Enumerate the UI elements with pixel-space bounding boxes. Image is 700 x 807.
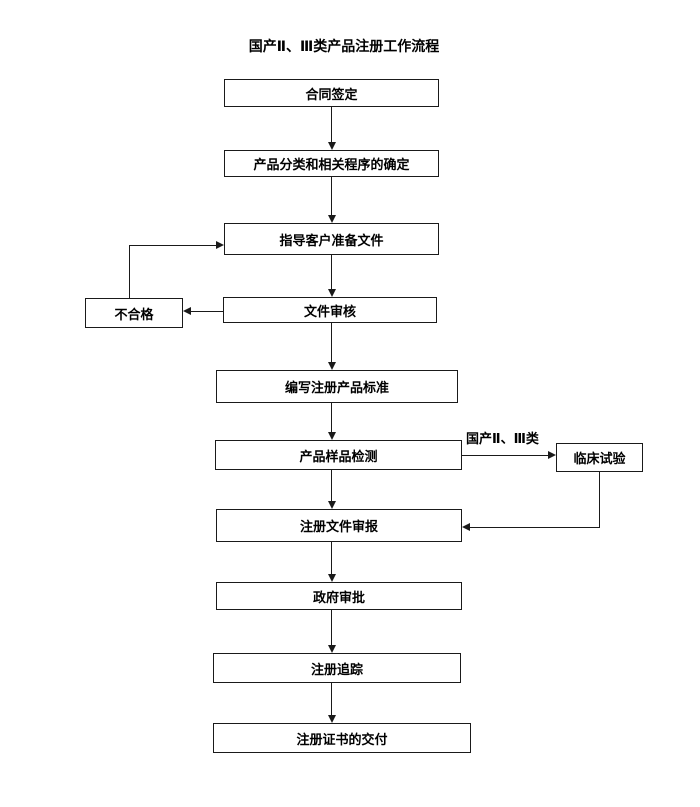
- flow-node-product-classification: 产品分类和相关程序的确定: [224, 150, 439, 177]
- flow-node-label: 不合格: [114, 307, 154, 323]
- edge-label-domestic-class: 国产Ⅱ、Ⅲ类: [466, 432, 539, 447]
- flow-node-label: 产品分类和相关程序的确定: [253, 158, 410, 173]
- connector-review-to-unqualified: [191, 311, 223, 312]
- arrowhead-down-icon: [328, 215, 336, 223]
- arrowhead-down-icon: [328, 432, 336, 440]
- flow-node-label: 注册文件审报: [299, 520, 378, 535]
- flow-node-label: 注册追踪: [310, 662, 363, 678]
- flow-node-government-approval: 政府审批: [216, 582, 462, 610]
- flow-node-label: 政府审批: [312, 590, 365, 606]
- connector-unqualified-up: [129, 245, 130, 298]
- arrowhead-down-icon: [328, 142, 336, 150]
- flow-node-label: 注册证书的交付: [296, 732, 388, 748]
- connector-standard-to-sample: [331, 403, 332, 432]
- flow-node-guide-client-docs: 指导客户准备文件: [224, 223, 439, 255]
- flow-node-label: 产品样品检测: [299, 449, 378, 465]
- connector-contract-to-classification: [331, 107, 332, 143]
- connector-clinical-down: [599, 472, 600, 527]
- connector-approval-to-tracking: [331, 610, 332, 645]
- arrowhead-down-icon: [328, 574, 336, 582]
- flow-node-contract-signing: 合同签定: [224, 79, 439, 107]
- connector-classification-to-guide: [331, 177, 332, 215]
- flow-node-label: 编写注册产品标准: [284, 381, 389, 396]
- flow-node-certificate-delivery: 注册证书的交付: [213, 723, 471, 753]
- arrowhead-left-icon: [462, 523, 470, 531]
- flow-node-registration-submission: 注册文件审报: [216, 509, 462, 542]
- flow-node-clinical-trial: 临床试验: [556, 443, 643, 472]
- connector-guide-to-review: [331, 255, 332, 289]
- connector-tracking-to-delivery: [331, 683, 332, 715]
- connector-clinical-to-submission: [470, 527, 600, 528]
- arrowhead-right-icon: [548, 451, 556, 459]
- flow-node-registration-tracking: 注册追踪: [213, 653, 461, 683]
- arrowhead-down-icon: [328, 362, 336, 370]
- arrowhead-right-icon: [216, 241, 224, 249]
- connector-sample-to-clinical: [462, 455, 548, 456]
- flow-node-product-sample-testing: 产品样品检测: [215, 440, 462, 470]
- connector-unqualified-to-guide: [129, 245, 216, 246]
- arrowhead-left-icon: [183, 307, 191, 315]
- flow-node-unqualified: 不合格: [85, 298, 183, 328]
- connector-review-to-standard: [331, 323, 332, 362]
- flow-node-document-review: 文件审核: [223, 297, 437, 323]
- connector-submission-to-approval: [331, 542, 332, 574]
- connector-sample-to-submission: [331, 470, 332, 501]
- flow-node-label: 临床试验: [573, 452, 626, 467]
- arrowhead-down-icon: [328, 289, 336, 297]
- flow-node-label: 合同签定: [305, 87, 358, 103]
- diagram-title: 国产Ⅱ、Ⅲ类产品注册工作流程: [248, 39, 440, 55]
- arrowhead-down-icon: [328, 501, 336, 509]
- flow-node-label: 指导客户准备文件: [279, 233, 384, 249]
- arrowhead-down-icon: [328, 645, 336, 653]
- flow-node-write-product-standard: 编写注册产品标准: [216, 370, 458, 403]
- flow-node-label: 文件审核: [303, 304, 356, 320]
- arrowhead-down-icon: [328, 715, 336, 723]
